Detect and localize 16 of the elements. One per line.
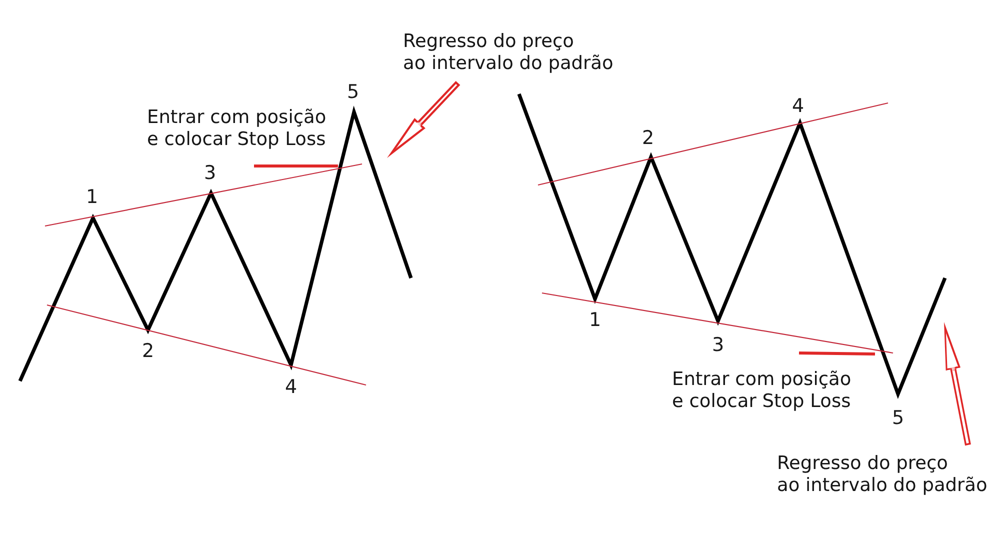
point-number: 2 bbox=[142, 341, 154, 361]
hollow-arrow bbox=[387, 80, 460, 158]
hollow-arrow bbox=[944, 322, 971, 446]
point-number: 1 bbox=[86, 187, 98, 207]
annotation-text: Entrar com posição e colocar Stop Loss bbox=[147, 107, 326, 150]
point-number: 1 bbox=[588, 310, 602, 330]
point-number: 5 bbox=[892, 408, 904, 428]
annotation-text: Regresso do preço ao intervalo do padrão bbox=[777, 445, 988, 496]
point-number: 3 bbox=[712, 335, 724, 355]
point-number: 5 bbox=[346, 82, 360, 102]
annotation-text: Regresso do preço ao intervalo do padrão bbox=[403, 31, 614, 83]
point-number: 4 bbox=[284, 377, 298, 397]
point-number: 2 bbox=[642, 128, 654, 148]
point-number: 4 bbox=[792, 96, 804, 116]
annotation-text: Entrar com posição e colocar Stop Loss bbox=[672, 369, 852, 412]
point-number: 3 bbox=[204, 163, 216, 183]
